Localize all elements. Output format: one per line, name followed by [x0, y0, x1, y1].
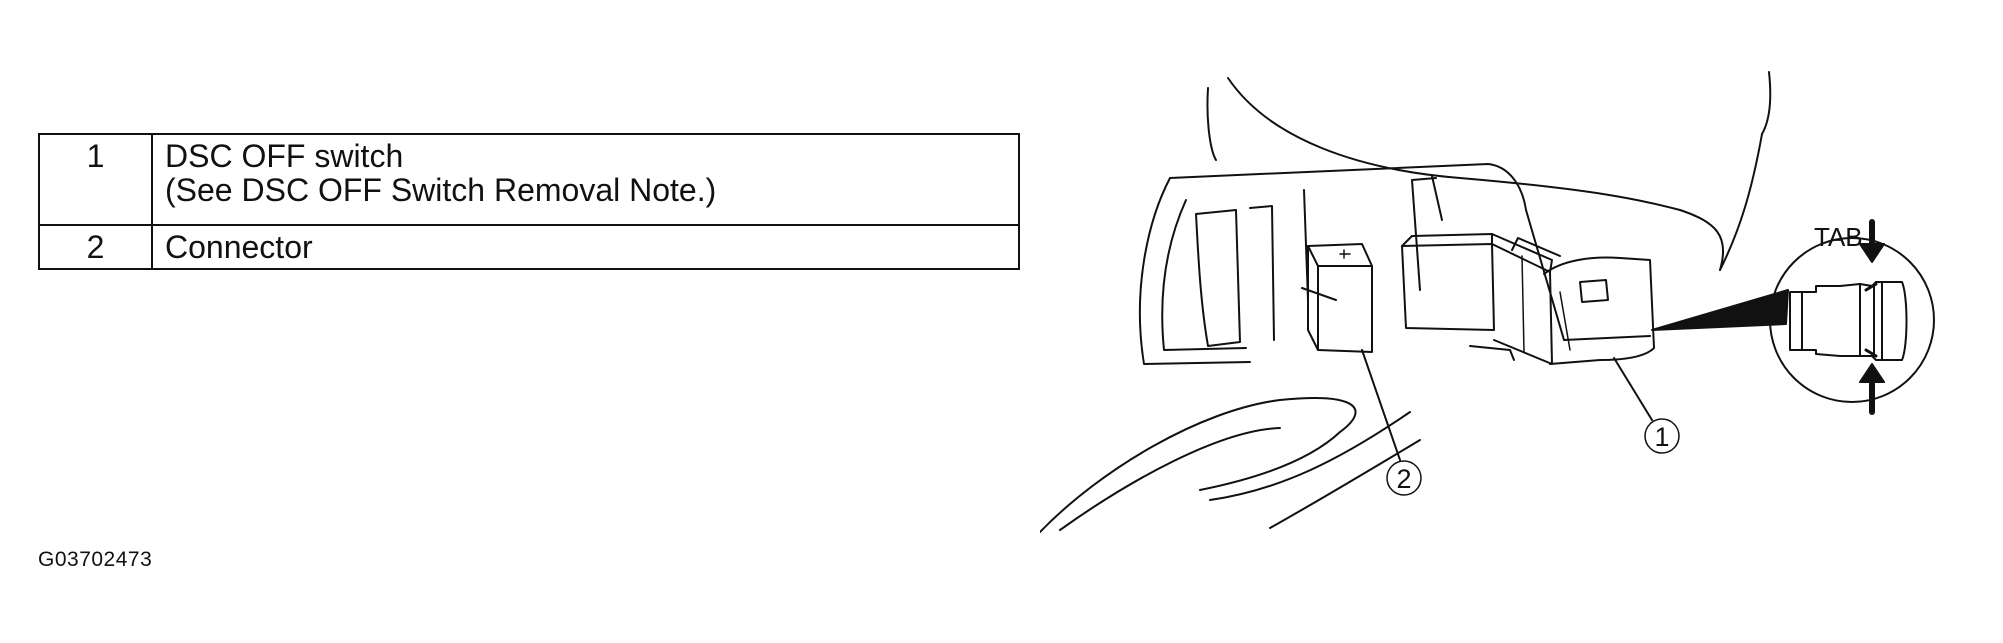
legend-table: 1 DSC OFF switch (See DSC OFF Switch Rem… — [38, 133, 1020, 270]
legend-number: 1 — [38, 133, 153, 226]
legend-description: Connector — [151, 224, 1020, 270]
tab-label: TAB — [1814, 222, 1863, 252]
callout-number-switch: 1 — [1654, 422, 1669, 452]
leader-line-connector — [1361, 349, 1401, 461]
legend-description-note: (See DSC OFF Switch Removal Note.) — [165, 172, 717, 208]
legend-description: DSC OFF switch (See DSC OFF Switch Remov… — [151, 133, 1020, 226]
legend-description-line: Connector — [165, 229, 313, 265]
panel-opening — [1138, 163, 1651, 365]
legend-row-connector: 2 Connector — [38, 224, 1020, 270]
zoom-detail — [1769, 219, 1935, 415]
figure-id: G03702473 — [38, 548, 153, 571]
callout-circle-switch — [1644, 418, 1680, 454]
legend-number: 2 — [38, 224, 153, 270]
connector-block — [1307, 243, 1373, 353]
dsc-switch-illustration: 2 1 TAB — [1040, 71, 1935, 533]
callout-circle-connector — [1386, 460, 1422, 496]
legend-description-line: DSC OFF switch — [165, 138, 404, 174]
legend-row-switch: 1 DSC OFF switch (See DSC OFF Switch Rem… — [38, 133, 1020, 226]
leader-line-switch — [1613, 357, 1653, 421]
callout-number-connector: 2 — [1396, 464, 1411, 494]
dashboard-outline — [1040, 71, 1772, 533]
zoom-pointer — [1651, 289, 1789, 331]
dsc-off-switch — [1401, 233, 1655, 365]
